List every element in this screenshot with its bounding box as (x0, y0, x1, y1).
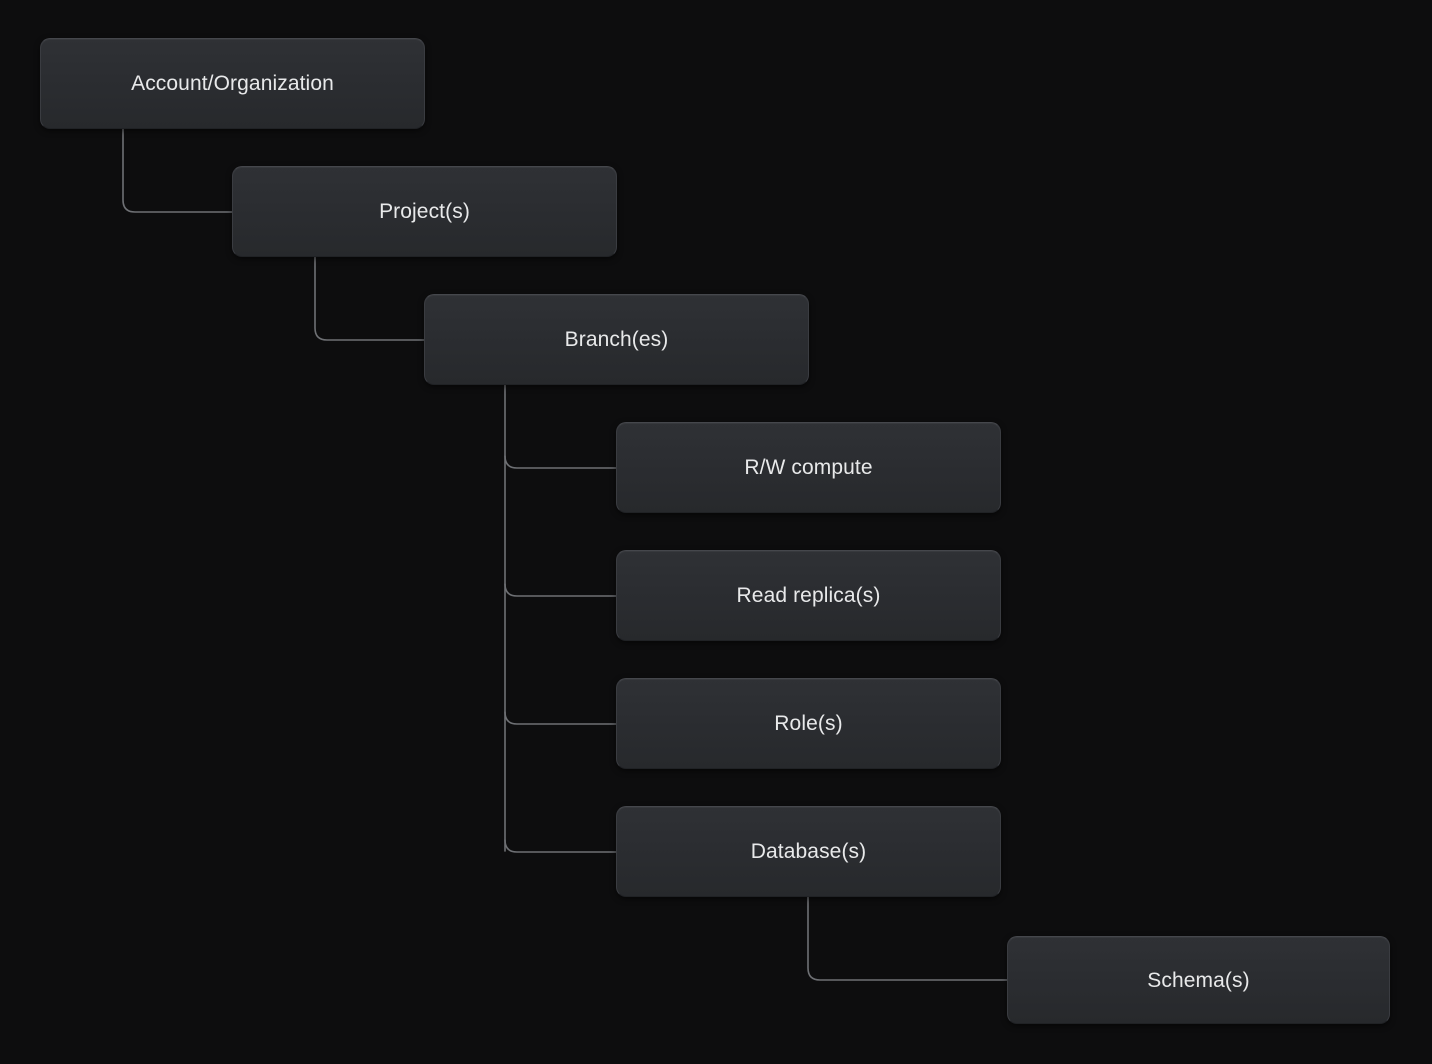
node-database[interactable]: Database(s) (616, 806, 1001, 897)
node-label-branch: Branch(es) (564, 328, 669, 351)
node-label-rw-compute: R/W compute (744, 456, 873, 479)
node-account[interactable]: Account/Organization (40, 38, 425, 129)
edge-branch-to-database (504, 839, 617, 853)
edge-branch-to-read-replica (504, 583, 617, 597)
node-label-database: Database(s) (750, 840, 867, 863)
edge-database-to-schema (807, 896, 1008, 981)
node-label-schema: Schema(s) (1147, 968, 1250, 992)
node-role[interactable]: Role(s) (616, 678, 1001, 769)
node-branch[interactable]: Branch(es) (424, 294, 809, 385)
node-read-replica[interactable]: Read replica(s) (616, 550, 1001, 641)
node-label-read-replica: Read replica(s) (736, 584, 881, 607)
edge-branch-to-role (504, 711, 617, 725)
edge-account-to-project (122, 128, 233, 213)
edge-project-to-branch (314, 256, 425, 341)
node-rw-compute[interactable]: R/W compute (616, 422, 1001, 513)
node-label-role: Role(s) (774, 712, 843, 735)
node-label-project: Project(s) (379, 200, 470, 223)
node-project[interactable]: Project(s) (232, 166, 617, 257)
node-schema[interactable]: Schema(s) (1007, 936, 1390, 1024)
node-label-account: Account/Organization (131, 72, 334, 95)
edge-branch-to-rw-compute (504, 455, 617, 469)
